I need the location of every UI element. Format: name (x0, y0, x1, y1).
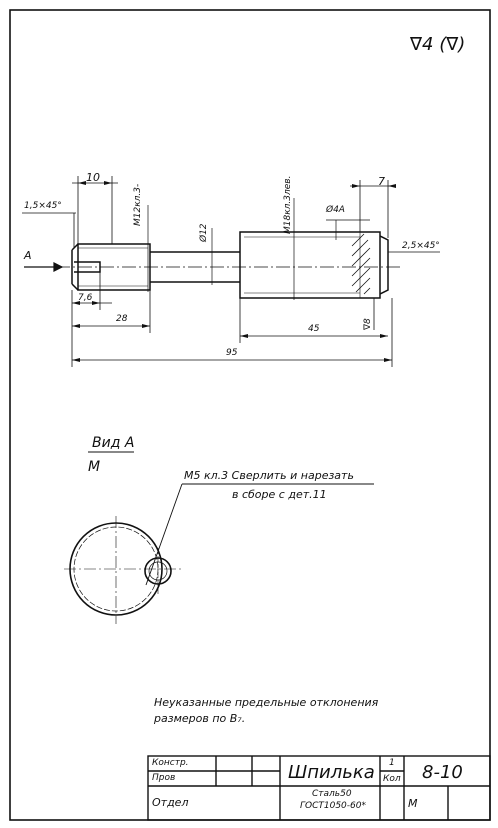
dimension-lines (22, 176, 440, 367)
dim-28: 28 (116, 314, 128, 324)
left-chamfer (71, 243, 79, 291)
tb-qty: 1 (389, 758, 395, 768)
stud-right-section (239, 231, 381, 299)
part-stud (71, 231, 389, 299)
general-roughness: ∇4 (∇) (410, 34, 466, 55)
tb-otdel: Отдел (152, 796, 189, 809)
right-chamfer (379, 235, 389, 295)
local-roughness: ∇8 (363, 318, 373, 330)
tb-konstr: Констр. (152, 758, 189, 768)
dim-7-6: 7,6 (78, 293, 93, 303)
m5-note-line1: М5 кл.3 Сверлить и нарезать (184, 469, 354, 482)
view-a-scale: М (88, 459, 101, 475)
view-arrow-label: А (24, 249, 32, 262)
dim-thread-m18: M18кл.3лев. (283, 175, 293, 234)
dim-45: 45 (308, 324, 320, 334)
dim-10: 10 (86, 171, 100, 184)
view-a-drawing (64, 483, 374, 624)
m5-note-line2: в сборе с дет.11 (232, 488, 327, 501)
tb-part-name: Шпилька (288, 762, 375, 783)
tb-prov: Пров (152, 773, 176, 783)
tb-number: 8-10 (422, 762, 463, 783)
general-note-line2: размеров по В₇. (154, 712, 246, 725)
dim-7: 7 (378, 175, 385, 188)
dim-dia-12: Ø12 (199, 223, 209, 242)
title-block (147, 755, 491, 821)
dim-thread-m12: M12кл.3- (133, 183, 143, 226)
dim-chamfer-left: 1,5×45° (24, 201, 62, 211)
view-arrow-a (24, 262, 64, 272)
dim-dia-4a: Ø4А (326, 205, 345, 215)
view-a-title: Вид А (92, 435, 135, 451)
stud-middle-shaft (150, 251, 240, 283)
tb-material-1: Сталь50 (312, 789, 352, 799)
tb-qty-label: Кол (383, 774, 401, 784)
section-hatch (351, 233, 371, 295)
dim-95: 95 (226, 348, 238, 358)
tb-material-2: ГОСТ1050-60* (300, 801, 366, 811)
general-note-line1: Неуказанные предельные отклонения (154, 696, 379, 709)
dim-chamfer-right: 2,5×45° (402, 241, 440, 251)
tb-scale: М (408, 797, 418, 810)
